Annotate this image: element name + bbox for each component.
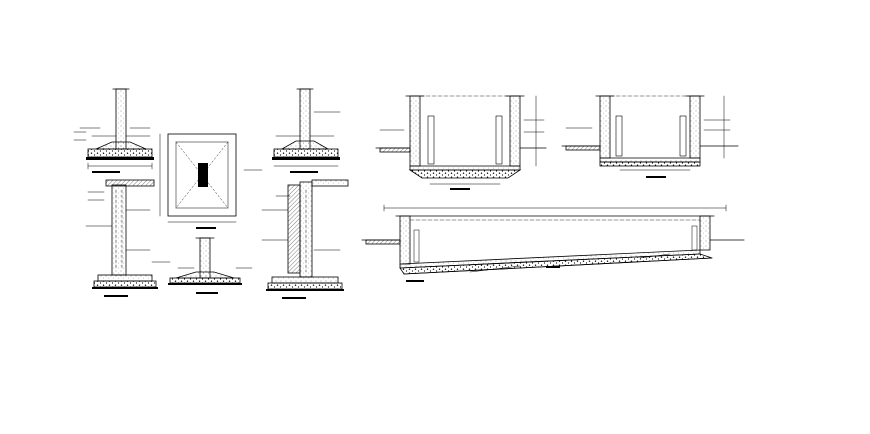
tank-section-b — [561, 95, 739, 178]
footing-plan-detail — [159, 133, 263, 229]
tank-section-a — [375, 95, 547, 190]
wall-section-right — [261, 179, 349, 299]
column-footing-section — [272, 88, 341, 173]
long-sloped-section — [361, 204, 745, 282]
wall-section-left — [85, 179, 171, 297]
wall-footing-small — [168, 237, 253, 294]
footing-section-detail — [73, 88, 154, 173]
